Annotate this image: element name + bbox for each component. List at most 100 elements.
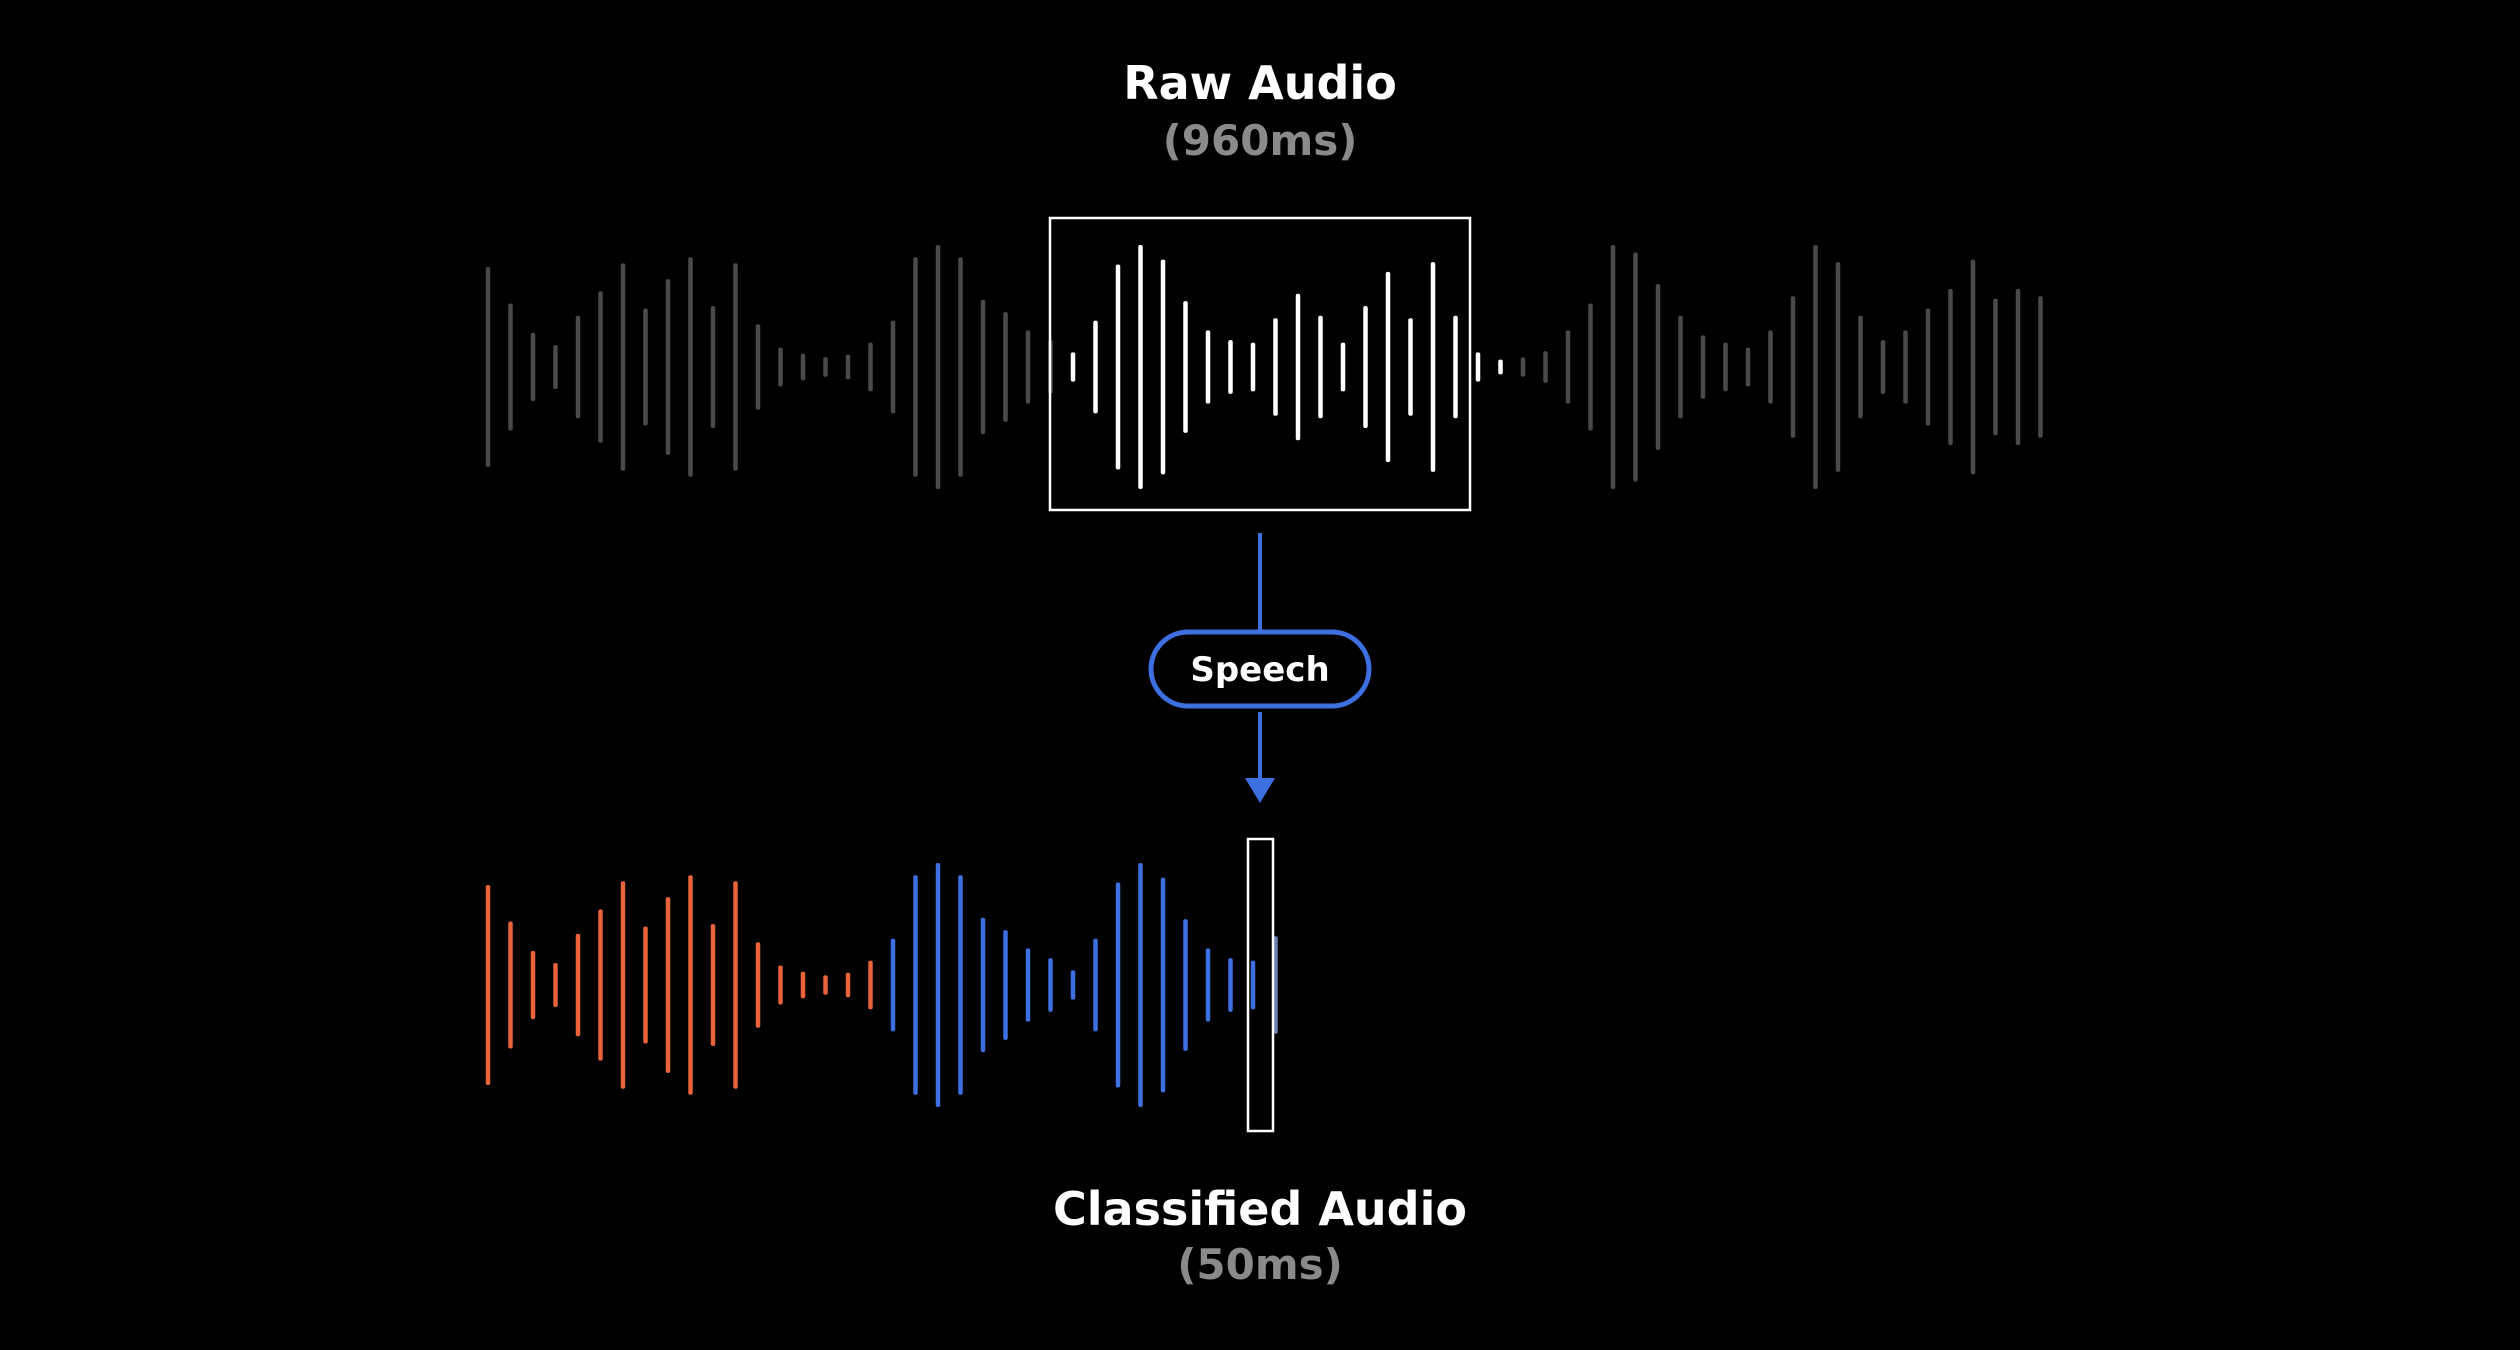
raw-bar [1610,245,1616,489]
raw-bar [485,266,491,468]
speech-bar [890,938,896,1032]
classified-audio-title: Classified Audio [1053,1182,1467,1236]
raw-audio-title: Raw Audio [1123,56,1397,110]
raw-bar [1543,351,1548,383]
noise-bar [553,963,558,1007]
raw-active-bar [1070,352,1076,382]
raw-bar [1880,340,1886,394]
raw-active-bar [1385,271,1391,463]
speech-bar [1160,877,1166,1093]
raw-active-bar [1205,330,1211,404]
raw-bar [1723,342,1728,392]
raw-audio-duration: (960ms) [1162,116,1358,165]
raw-active-bar [1115,264,1121,470]
raw-active-bar [1408,318,1413,416]
raw-active-bar [1183,301,1188,433]
noise-bar [733,881,738,1089]
raw-bar [823,357,828,377]
raw-bar [1768,330,1773,404]
speech-bar [1183,919,1188,1051]
raw-bar [1903,330,1908,404]
raw-bar [575,315,581,419]
raw-active-bar [1430,262,1436,472]
raw-bar [755,324,761,410]
raw-active-bar [1093,320,1098,414]
raw-bar [643,308,648,426]
raw-bar [2038,296,2043,438]
speech-bar [1093,938,1098,1032]
speech-bar [1025,948,1031,1022]
raw-bar [913,257,918,477]
speech-bar [1250,960,1256,1010]
classified-waveform [485,863,1278,1107]
raw-bar [1025,330,1031,404]
raw-bar [1745,347,1751,387]
speech-bar [913,875,918,1095]
raw-bar [1790,296,1796,438]
noise-bar [868,960,873,1010]
noise-bar [598,909,603,1061]
noise-bar [688,875,693,1095]
noise-bar [800,971,806,999]
raw-bar [508,303,513,431]
noise-bar [710,924,716,1046]
raw-bar [1565,330,1571,404]
raw-bar [845,354,851,380]
raw-active-bar [1453,315,1458,419]
raw-active-bar [1475,352,1481,382]
classified-audio-duration: (50ms) [1177,1240,1343,1289]
raw-bar [688,257,693,477]
raw-bar [1003,312,1008,422]
raw-active-bar [1160,259,1166,475]
arrow-down-icon [1245,778,1275,803]
raw-bar [778,347,783,387]
raw-active-bar [1228,340,1233,394]
raw-bar [1993,298,1998,436]
noise-bar [575,933,581,1037]
raw-bar [598,291,603,443]
raw-bar [530,332,536,402]
noise-bar [778,965,783,1005]
raw-bar [1678,315,1683,419]
raw-active-bar [1363,306,1368,428]
noise-bar [485,884,491,1086]
raw-bar [2015,288,2021,446]
raw-active-bar [1138,245,1143,489]
raw-waveform [485,245,2043,489]
speech-bar [1003,930,1008,1040]
raw-bar [868,342,873,392]
classified-window-frame [1246,837,1275,1133]
speech-bar [958,875,963,1095]
raw-active-bar [1273,318,1278,416]
raw-bar [958,257,963,477]
raw-bar [1655,284,1661,450]
pending-bar [1273,936,1278,1034]
noise-bar [665,897,671,1073]
noise-bar [755,942,761,1028]
speech-bar [1228,958,1233,1012]
raw-bar [1700,335,1706,399]
speech-bar [1205,948,1211,1022]
speech-pill-label: Speech [1190,650,1329,690]
raw-bar [800,353,806,381]
speech-bar [1048,958,1053,1012]
raw-bar [980,299,986,435]
speech-pill [1148,629,1372,709]
raw-active-bar [1318,315,1323,419]
noise-bar [845,972,851,998]
raw-bar [1588,303,1593,431]
raw-bar [710,306,716,428]
raw-active-bar [1250,342,1256,392]
noise-bar [643,926,648,1044]
raw-bar [1948,288,1953,446]
raw-bar [1925,308,1931,426]
raw-active-bar [1340,342,1346,392]
raw-bar [1970,259,1976,475]
raw-bar [1633,252,1638,482]
noise-bar [530,950,536,1020]
noise-bar [823,975,828,995]
raw-active-bar [1295,293,1301,441]
speech-bar [1138,863,1143,1107]
